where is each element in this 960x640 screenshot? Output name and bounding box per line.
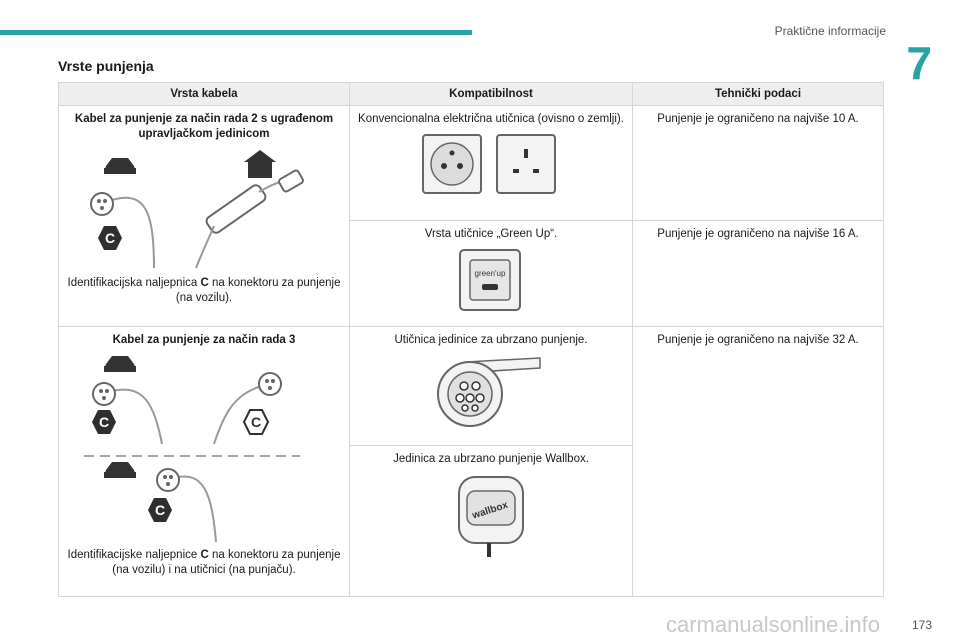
compat-text: Konvencionalna električna utičnica (ovis… xyxy=(358,113,624,125)
tech-text: Punjenje je ograničeno na najviše 32 A. xyxy=(657,334,859,346)
car-plug-icon xyxy=(482,283,498,290)
page-number: 173 xyxy=(911,618,932,632)
label-c-badge-icon: C xyxy=(92,410,116,434)
car-icon xyxy=(104,158,136,174)
green-up-logo: green'up xyxy=(475,269,506,278)
tech-cell-10a: Punjenje je ograničeno na najviše 10 A. xyxy=(632,105,884,221)
section-title: Vrste punjenja xyxy=(58,58,154,74)
col-header-compat: Kompatibilnost xyxy=(349,82,633,106)
compat-cell-fast-socket: Utičnica jedinice za ubrzano punjenje. xyxy=(349,326,633,446)
chapter-number: 7 xyxy=(906,37,932,89)
car-icon xyxy=(104,462,136,478)
svg-text:C: C xyxy=(99,414,109,430)
table-row: Jedinica za ubrzano punjenje Wallbox. wa… xyxy=(59,445,884,597)
header-accent-bar xyxy=(0,30,472,35)
vehicle-connector-icon xyxy=(156,468,180,492)
house-icon xyxy=(244,150,276,178)
household-sockets-illustration xyxy=(422,134,556,194)
cable-cell-mode3: Kabel za punjenje za način rada 3 C xyxy=(58,326,350,597)
table-header-row: Vrsta kabela Kompatibilnost Tehnički pod… xyxy=(58,82,884,106)
cable-cell-mode2: Kabel za punjenje za način rada 2 s ugra… xyxy=(58,105,350,327)
compat-text: Utičnica jedinice za ubrzano punjenje. xyxy=(394,334,588,346)
cable-caption: Identifikacijske naljepnice C na konekto… xyxy=(67,549,341,576)
charger-connector-icon xyxy=(258,372,282,396)
svg-text:C: C xyxy=(155,502,165,518)
mode3-cable-illustration: C C xyxy=(84,356,300,542)
green-up-socket-illustration: green'up xyxy=(459,248,521,311)
vehicle-connector-icon xyxy=(90,192,114,216)
label-c-badge-icon: C xyxy=(98,226,122,250)
label-c-badge-icon: C xyxy=(148,498,172,522)
col-header-tech: Tehnički podaci xyxy=(632,82,884,106)
compat-text: Vrsta utičnice „Green Up“. xyxy=(424,227,558,240)
compat-cell-wallbox: Jedinica za ubrzano punjenje Wallbox. wa… xyxy=(349,445,633,597)
table-row: Vrsta utičnice „Green Up“. green'up Punj… xyxy=(59,219,884,328)
svg-text:C: C xyxy=(251,414,261,430)
car-icon xyxy=(104,356,136,372)
charging-types-table: Vrsta kabela Kompatibilnost Tehnički pod… xyxy=(58,82,884,597)
table-row: Kabel za punjenje za način rada 3 C xyxy=(58,326,884,597)
tech-text: Punjenje je ograničeno na najviše 16 A. xyxy=(657,227,859,240)
cable-caption: Identifikacijska naljepnica C na konekto… xyxy=(67,277,341,304)
wallbox-illustration: wallbox xyxy=(458,476,524,557)
wallbox-cable xyxy=(487,543,491,557)
cable-title: Kabel za punjenje za način rada 2 s ugra… xyxy=(74,113,334,140)
schuko-socket-icon xyxy=(422,134,482,194)
compat-cell-green-up: Vrsta utičnice „Green Up“. green'up xyxy=(349,219,633,328)
chapter-title: Praktične informacije xyxy=(774,24,886,38)
uk-socket-icon xyxy=(496,134,556,194)
badge-letter: C xyxy=(105,230,115,246)
tech-cell-16a: Punjenje je ograničeno na najviše 16 A. xyxy=(632,219,884,328)
table-row: Kabel za punjenje za način rada 2 s ugra… xyxy=(58,105,884,327)
mode2-cable-illustration: C xyxy=(90,150,304,269)
compat-text: Jedinica za ubrzano punjenje Wallbox. xyxy=(393,453,589,465)
tech-text: Punjenje je ograničeno na najviše 10 A. xyxy=(657,113,859,125)
watermark: carmanualsonline.info xyxy=(665,612,880,637)
tech-cell-32a: Punjenje je ograničeno na najviše 32 A. xyxy=(632,326,884,597)
fast-charge-socket-illustration xyxy=(437,357,541,427)
compat-cell-standard-socket: Konvencionalna električna utičnica (ovis… xyxy=(349,105,633,221)
household-plug-icon xyxy=(278,169,304,193)
label-c-outline-badge-icon: C xyxy=(242,409,270,435)
cable-title: Kabel za punjenje za način rada 3 xyxy=(112,334,296,346)
vehicle-connector-icon xyxy=(92,382,116,406)
col-header-cable: Vrsta kabela xyxy=(58,82,350,106)
